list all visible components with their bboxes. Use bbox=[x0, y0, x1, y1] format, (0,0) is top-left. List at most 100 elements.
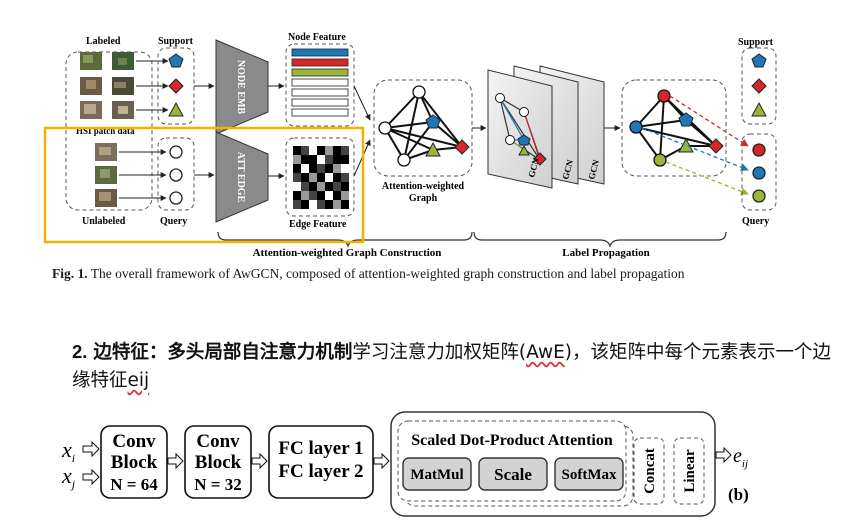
labeled-patches bbox=[80, 52, 134, 119]
support-diamond-icon bbox=[751, 78, 767, 94]
caption-prefix: Fig. 1. bbox=[52, 266, 88, 281]
attention-graph-label-1: Attention-weighted bbox=[382, 181, 465, 192]
feature-bar bbox=[291, 98, 349, 107]
propagated-graph-box bbox=[621, 79, 727, 177]
matrix-cell bbox=[333, 164, 341, 173]
support-triangle-icon bbox=[751, 101, 767, 117]
description-normal-1: 学习注意力加权矩阵( bbox=[352, 342, 527, 363]
conv-block-2-line1: Conv bbox=[196, 431, 240, 452]
matrix-cell bbox=[309, 155, 317, 164]
support-diamond-icon bbox=[168, 78, 184, 94]
support-label-right: Support bbox=[738, 37, 774, 48]
matrix-cell bbox=[333, 173, 341, 182]
description-text: 2. 边特征：多头局部自注意力机制学习注意力加权矩阵(AwE)，该矩阵中每个元素… bbox=[72, 338, 832, 395]
hsi-patch-group bbox=[65, 51, 153, 211]
conv-block-2-line3: N = 32 bbox=[194, 475, 241, 494]
propagated-node-icon bbox=[657, 89, 671, 103]
fc-block bbox=[268, 425, 374, 499]
softmax-label: SoftMax bbox=[562, 467, 617, 483]
feature-bar bbox=[291, 78, 349, 87]
scale-block bbox=[478, 457, 548, 491]
att-edge-block bbox=[215, 131, 269, 223]
matrix-cell bbox=[341, 191, 349, 200]
query-blue-circle-icon bbox=[752, 166, 766, 180]
unlabeled-label: Unlabeled bbox=[82, 216, 126, 227]
concat-label: Concat bbox=[642, 448, 658, 494]
matrix-cell bbox=[341, 146, 349, 155]
matrix-cell bbox=[301, 155, 309, 164]
description-bold: 边特征：多头局部自注意力机制 bbox=[93, 342, 353, 363]
query-group-left bbox=[157, 137, 195, 211]
feature-bar bbox=[291, 48, 349, 57]
matrix-cell bbox=[309, 173, 317, 182]
query-circle-icon bbox=[169, 191, 183, 205]
figure-caption: Fig. 1. The overall framework of AwGCN, … bbox=[52, 266, 842, 282]
matrix-cell bbox=[325, 173, 333, 182]
matmul-label: MatMul bbox=[410, 467, 463, 483]
query-red-circle-icon bbox=[752, 143, 766, 157]
edge-feature-matrix bbox=[293, 146, 349, 209]
hsi-patch-label: HSI patch data bbox=[76, 126, 135, 136]
input-xi: xi bbox=[61, 437, 75, 465]
matrix-cell bbox=[317, 164, 325, 173]
matrix-cell bbox=[325, 191, 333, 200]
matrix-cell bbox=[325, 155, 333, 164]
linear-block bbox=[673, 437, 705, 505]
scale-label: Scale bbox=[494, 465, 532, 484]
query-circle-icon bbox=[169, 168, 183, 182]
matrix-cell bbox=[341, 200, 349, 209]
panel-label-b: (b) bbox=[728, 485, 749, 504]
conv-block-2 bbox=[184, 425, 252, 499]
matrix-cell bbox=[309, 200, 317, 209]
attention-head-shadow bbox=[404, 425, 634, 507]
matrix-cell bbox=[309, 146, 317, 155]
description-awe: AwE bbox=[526, 342, 565, 363]
output-eij: eij bbox=[733, 445, 748, 470]
matrix-cell bbox=[293, 200, 301, 209]
support-group-left bbox=[157, 47, 195, 125]
graph-node bbox=[412, 85, 426, 99]
matrix-cell bbox=[317, 200, 325, 209]
query-green-circle-icon bbox=[752, 189, 766, 203]
matrix-cell bbox=[317, 191, 325, 200]
matrix-cell bbox=[341, 182, 349, 191]
arrow-icon bbox=[715, 446, 732, 464]
arrow-icon bbox=[82, 440, 100, 458]
edge-feature-label: Edge Feature bbox=[289, 219, 347, 230]
feature-bar bbox=[291, 108, 349, 117]
unlabeled-patches bbox=[95, 143, 117, 207]
support-group-right bbox=[741, 47, 777, 125]
matrix-cell bbox=[309, 191, 317, 200]
arrow-icon bbox=[373, 452, 390, 470]
matrix-cell bbox=[301, 173, 309, 182]
description-normal-2: )，该矩阵中每个元素表示一个边缘特征 bbox=[72, 342, 832, 391]
concat-block bbox=[633, 437, 665, 505]
attention-graph-label-2: Graph bbox=[409, 193, 438, 204]
matrix-cell bbox=[333, 191, 341, 200]
matrix-cell bbox=[293, 146, 301, 155]
propagated-diamond-icon bbox=[708, 138, 724, 154]
query-circle-icon bbox=[169, 145, 183, 159]
conv-block-2-line2: Block bbox=[195, 452, 242, 473]
graph-diamond-icon bbox=[454, 139, 470, 155]
attention-graph-box bbox=[373, 79, 473, 177]
propagated-node-icon bbox=[629, 120, 643, 134]
node-feature-label: Node Feature bbox=[288, 32, 346, 43]
matrix-cell bbox=[333, 182, 341, 191]
query-label-right: Query bbox=[742, 216, 769, 227]
highlight-box bbox=[43, 126, 365, 244]
node-feature-box bbox=[285, 43, 355, 127]
matrix-cell bbox=[301, 182, 309, 191]
feature-bar bbox=[291, 88, 349, 97]
matrix-cell bbox=[293, 182, 301, 191]
graph-pentagon-icon bbox=[425, 114, 441, 129]
conv-block-1 bbox=[100, 425, 168, 499]
graph-triangle-icon bbox=[425, 141, 441, 157]
query-group-right bbox=[741, 133, 777, 211]
propagated-node-icon bbox=[653, 153, 667, 167]
matrix-cell bbox=[293, 155, 301, 164]
matrix-cell bbox=[301, 164, 309, 173]
description-eij: eij bbox=[127, 370, 150, 391]
matrix-cell bbox=[317, 146, 325, 155]
